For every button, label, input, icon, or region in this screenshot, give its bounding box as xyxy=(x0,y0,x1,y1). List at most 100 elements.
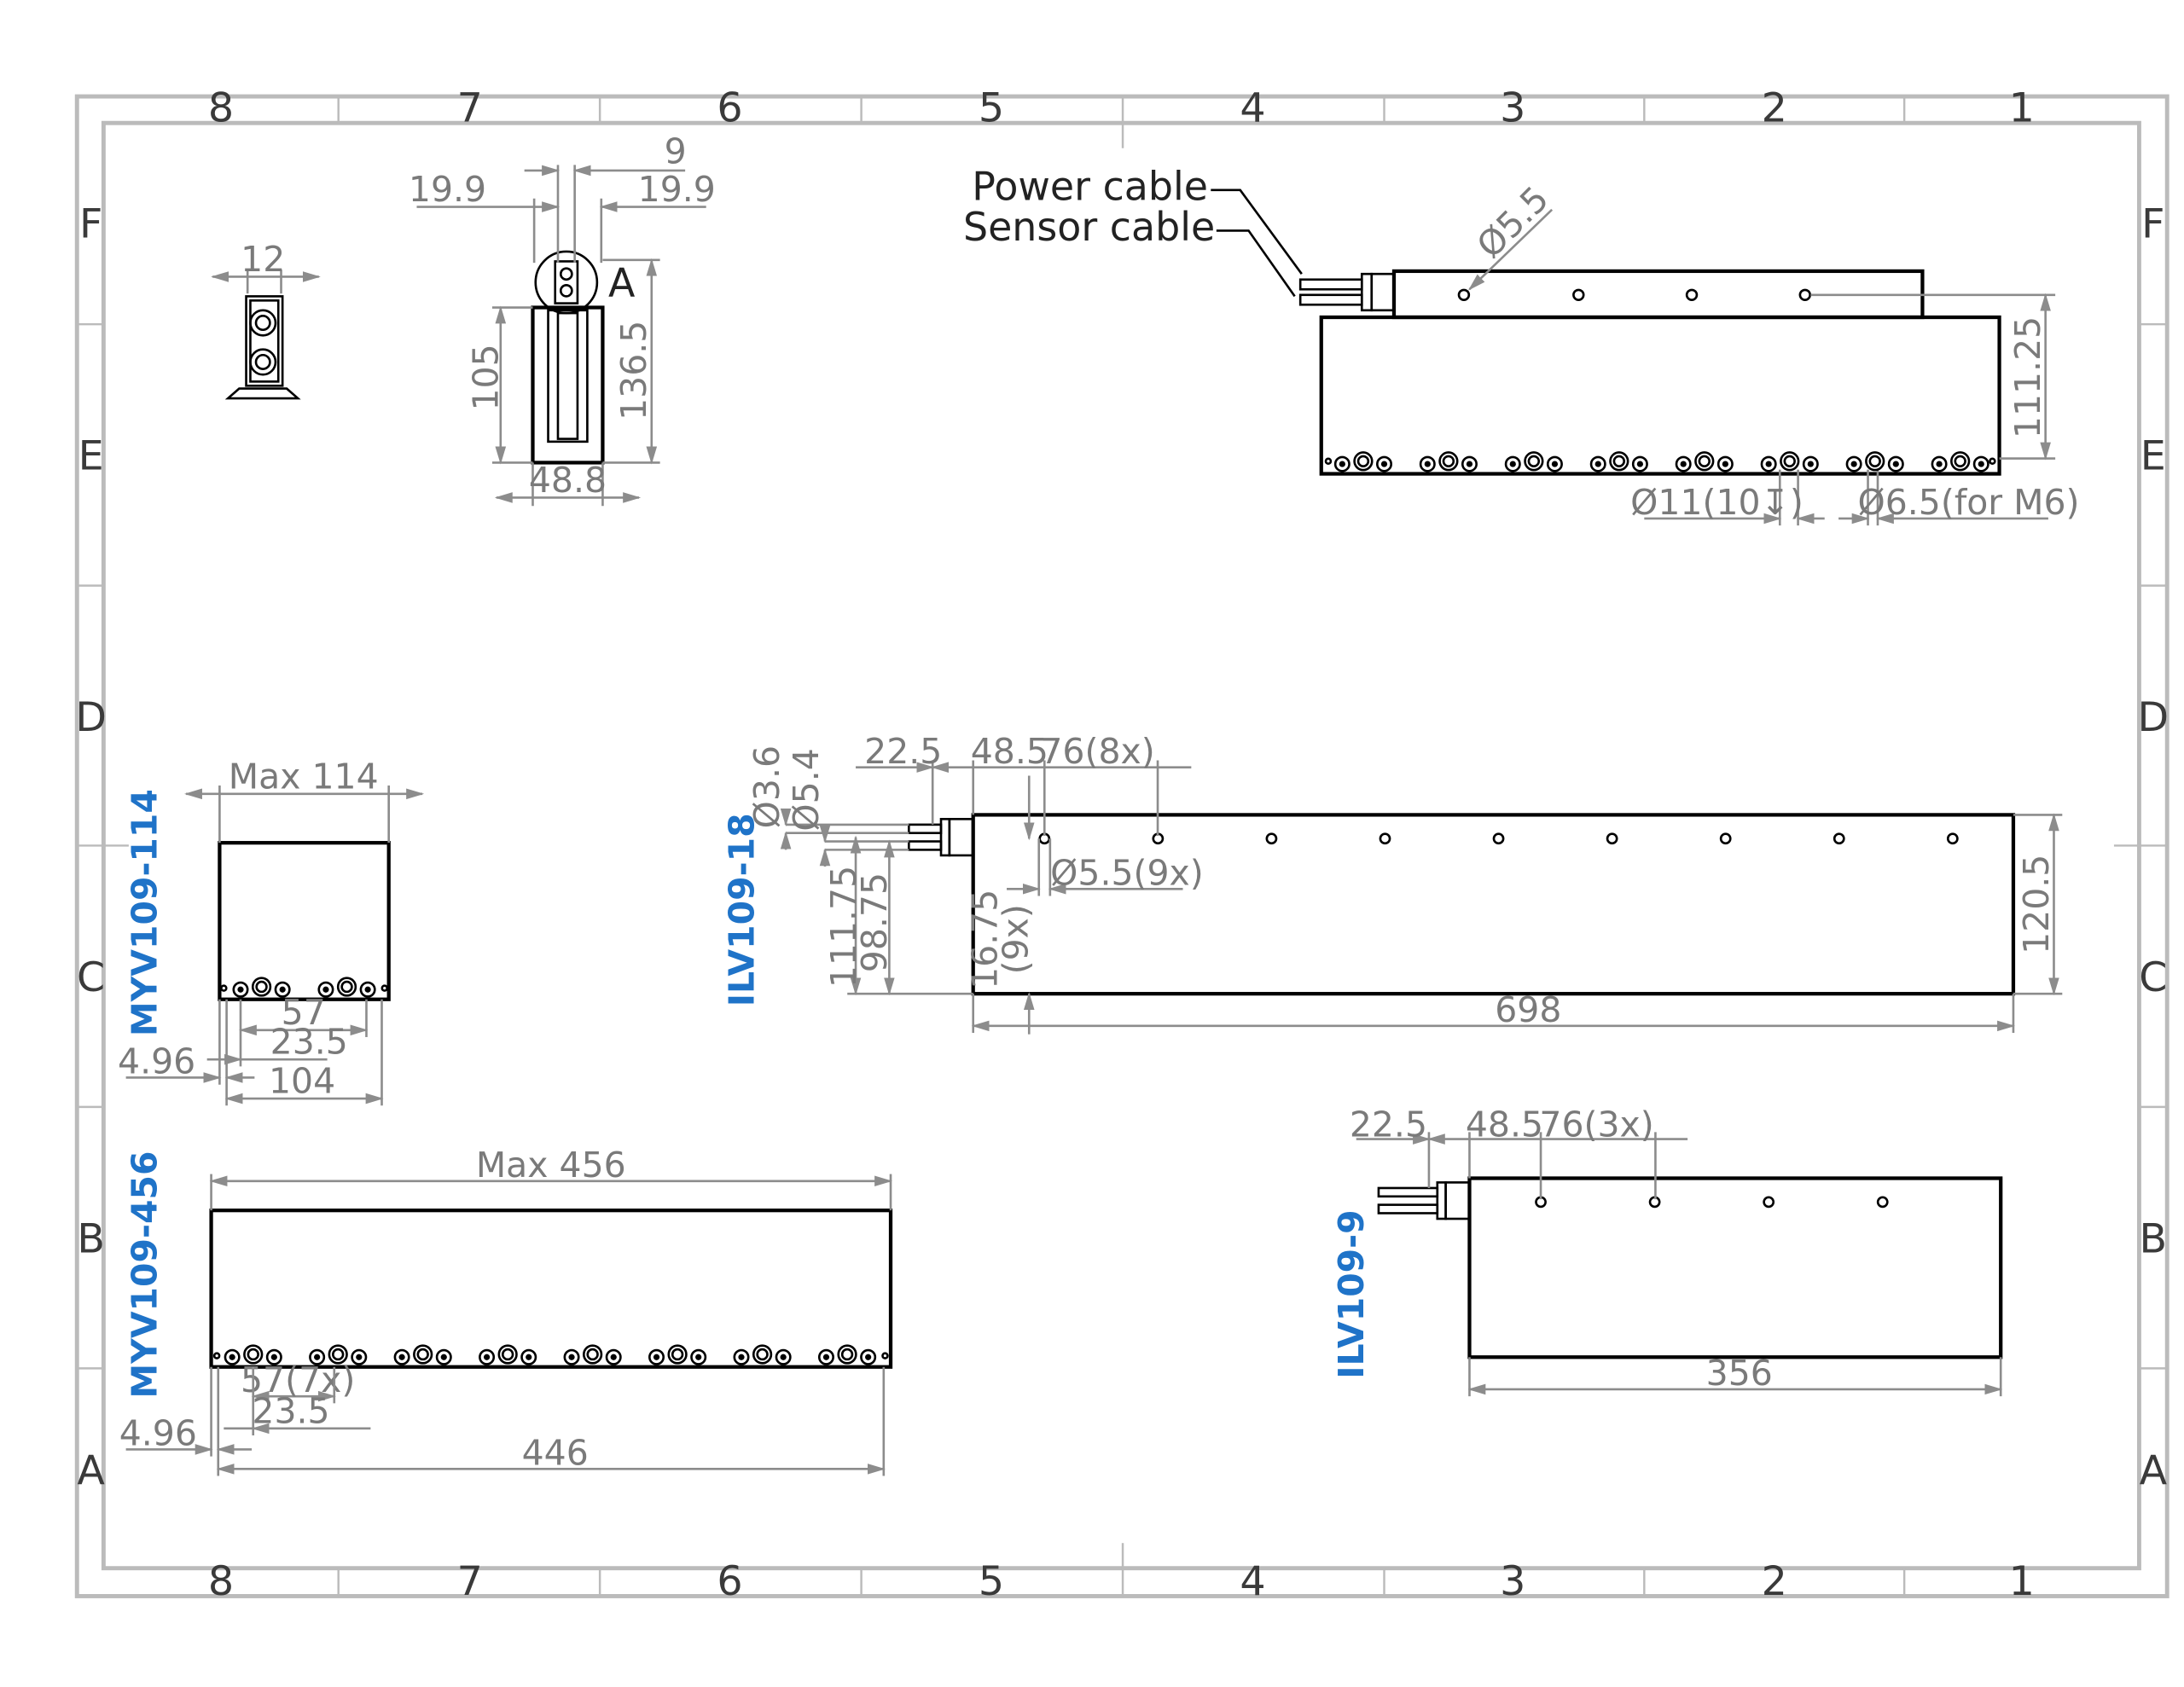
counterbore-hole xyxy=(1524,451,1544,472)
bolt-hole xyxy=(1763,1196,1775,1209)
dia-5-4: Ø5.4 xyxy=(786,748,827,831)
row-label: D xyxy=(75,694,107,741)
dim-104: 104 xyxy=(269,1061,335,1102)
counterbore-hole xyxy=(497,1344,518,1365)
column-label: 3 xyxy=(1500,85,1525,132)
dim-max-114: Max 114 xyxy=(229,756,379,797)
column-label: 8 xyxy=(208,1558,234,1605)
mounting-hole xyxy=(1887,455,1904,472)
mounting-hole xyxy=(648,1348,665,1365)
top-right-bottom-holes xyxy=(1324,451,1996,472)
column-label: 4 xyxy=(1240,1558,1265,1605)
drawing-frame: 8 7 6 5 4 3 2 1 8 7 6 5 4 3 2 1 F E D C … xyxy=(74,85,2169,1605)
mounting-hole xyxy=(1760,455,1777,472)
row-label: C xyxy=(2139,954,2167,1001)
bolt-hole xyxy=(1492,832,1505,845)
myv114-holes xyxy=(220,977,389,998)
row-label: C xyxy=(77,954,105,1001)
small-hole xyxy=(1989,457,1996,466)
mounting-hole xyxy=(1504,455,1521,472)
myv109-114-view: MYV109-114 Max 114 57 23.5 4.96 104 xyxy=(118,756,425,1106)
dim-23-5: 23.5 xyxy=(252,1390,329,1431)
view-title-myv109-456: MYV109-456 xyxy=(125,1151,166,1399)
dim-width-12: 12 xyxy=(241,239,285,280)
dim-356: 356 xyxy=(1706,1353,1773,1394)
mounting-hole xyxy=(690,1348,707,1365)
myv109-456-view: MYV109-456 Max 456 57(7x) 23.5 4.96 446 xyxy=(119,1145,893,1476)
counterbore-hole xyxy=(1694,451,1715,472)
small-hole xyxy=(881,1352,889,1359)
small-hole xyxy=(380,984,389,992)
counterbore-hole xyxy=(752,1344,773,1365)
hole-dia-5-5: Ø5.5 xyxy=(1469,178,1557,266)
row-label: B xyxy=(2140,1215,2168,1262)
power-cable-label: Power cable xyxy=(972,163,1208,209)
counterbore-hole xyxy=(1438,451,1459,472)
counterbore-hole xyxy=(1780,451,1800,472)
row-label: D xyxy=(2138,694,2169,741)
dim-48-8: 48.8 xyxy=(529,460,607,501)
row-label: E xyxy=(78,433,104,480)
mounting-hole xyxy=(1333,455,1350,472)
mounting-hole xyxy=(775,1348,792,1365)
view-title-myv109-114: MYV109-114 xyxy=(125,789,166,1036)
counterbore-dim: Ø11(10↧) xyxy=(1630,482,1804,523)
column-label: 7 xyxy=(457,85,483,132)
column-label: 7 xyxy=(457,1558,483,1605)
end-view-a: A 9 19.9 19.9 105 136.5 48.8 xyxy=(409,131,716,507)
column-label: 6 xyxy=(717,85,742,132)
row-label: B xyxy=(77,1215,105,1262)
dim-23-5: 23.5 xyxy=(270,1022,348,1063)
mounting-hole xyxy=(1461,455,1478,472)
ilv109-18-view: ILV109-18 22.5 48.5 76(8x) Ø3.6 Ø5.4 111… xyxy=(721,731,2063,1035)
mounting-hole xyxy=(1802,455,1819,472)
dim-98-75: 98.75 xyxy=(854,872,895,972)
dim-446: 446 xyxy=(522,1432,589,1473)
mounting-hole xyxy=(479,1348,496,1365)
dim-57-7x: 57(7x) xyxy=(241,1359,355,1400)
counterbore-hole xyxy=(582,1344,603,1365)
view-title-ilv109-18: ILV109-18 xyxy=(721,813,762,1006)
dim-22-5: 22.5 xyxy=(1350,1104,1427,1145)
column-label: 1 xyxy=(2009,85,2035,132)
column-label: 5 xyxy=(979,1558,1004,1605)
dim-16-75: 16.75 xyxy=(965,890,1006,989)
counterbore-hole xyxy=(837,1344,857,1365)
column-label: 2 xyxy=(1762,1558,1787,1605)
dim-48-5: 48.5 xyxy=(971,731,1048,772)
mounting-hole xyxy=(393,1348,410,1365)
small-hole xyxy=(1324,457,1333,466)
dim-19-9-right: 19.9 xyxy=(638,169,716,210)
counterbore-hole xyxy=(336,977,357,997)
dim-76-3x: 76(3x) xyxy=(1539,1104,1653,1145)
column-label: 5 xyxy=(979,85,1004,132)
dim-max-456: Max 456 xyxy=(476,1145,626,1186)
dim-22-5: 22.5 xyxy=(864,731,942,772)
mounting-hole xyxy=(1931,455,1948,472)
dim-111-75: 111.75 xyxy=(823,866,864,988)
mounting-hole xyxy=(520,1348,537,1365)
dim-9x: (9x) xyxy=(996,904,1037,974)
row-label: F xyxy=(2141,201,2164,248)
column-label: 8 xyxy=(208,85,234,132)
dim-76-8x: 76(8x) xyxy=(1040,731,1154,772)
mounting-hole xyxy=(817,1348,834,1365)
view-title-ilv109-9: ILV109-9 xyxy=(1331,1209,1372,1378)
dia-3-6: Ø3.6 xyxy=(746,745,787,828)
small-hole xyxy=(220,984,228,992)
dim-136-5: 136.5 xyxy=(613,321,654,420)
dim-57: 57 xyxy=(282,992,326,1033)
mounting-hole xyxy=(232,981,249,998)
dia-5-5-9x: Ø5.5(9x) xyxy=(1050,852,1204,893)
mounting-hole xyxy=(1589,455,1606,472)
dim-111-25: 111.25 xyxy=(2007,316,2048,438)
bolt-hole xyxy=(1379,832,1391,845)
dim-4-96: 4.96 xyxy=(118,1041,195,1082)
counterbore-hole xyxy=(413,1344,433,1365)
dim-105: 105 xyxy=(466,344,507,410)
dim-120-5: 120.5 xyxy=(2016,855,2057,954)
top-right-view: Power cable Sensor cable Ø5.5 111.25 Ø11… xyxy=(963,163,2080,526)
mounting-hole xyxy=(1375,455,1393,472)
mounting-hole xyxy=(605,1348,622,1365)
mounting-hole xyxy=(1546,455,1563,472)
